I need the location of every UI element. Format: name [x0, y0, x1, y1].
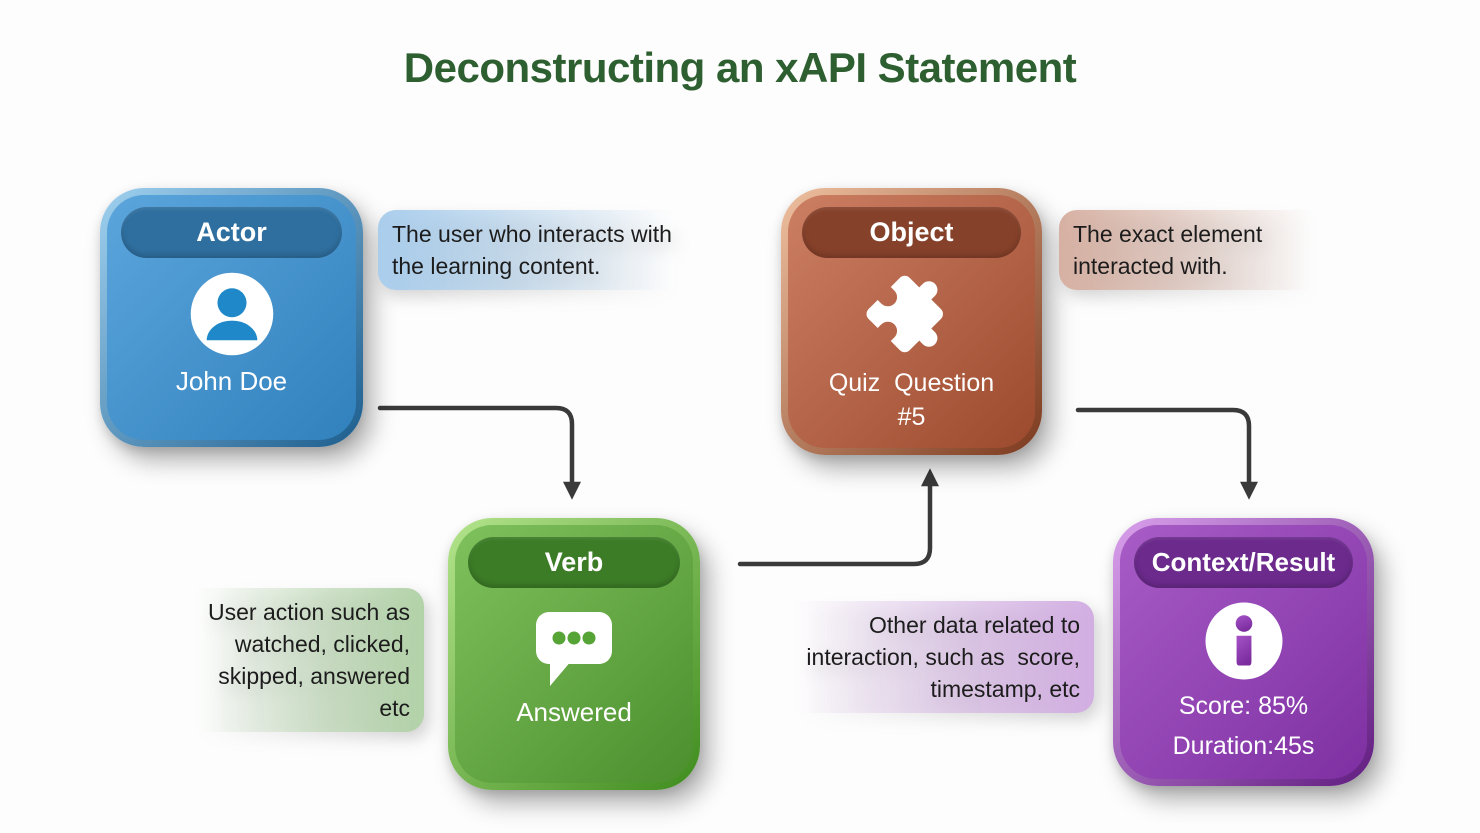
context-result-label: Context/Result	[1151, 547, 1336, 577]
object-card-header: Object	[801, 207, 1022, 258]
actor-card: Actor John Doe	[100, 188, 363, 447]
verb-note: User action such as watched, clicked, sk…	[170, 588, 424, 732]
puzzle-icon	[860, 262, 964, 366]
context-result-card-body: Context/Result Score: 85% Duration:45s	[1120, 525, 1367, 779]
verb-value: Answered	[516, 697, 632, 727]
context-result-card: Context/Result Score: 85% Duration:45s	[1113, 518, 1374, 786]
page-title: Deconstructing an xAPI Statement	[403, 44, 1077, 91]
verb-label: Verb	[544, 547, 604, 577]
speech-bubble-icon	[526, 600, 622, 692]
info-icon	[1202, 599, 1286, 683]
context-result-line2: Duration:45s	[1172, 732, 1315, 760]
object-note: The exact element interacted with.	[1059, 210, 1335, 290]
person-icon	[187, 269, 277, 359]
arrow-actor-to-verb	[377, 405, 581, 500]
context-result-card-header: Context/Result	[1133, 537, 1354, 588]
context-result-note: Other data related to interaction, such …	[760, 601, 1094, 713]
actor-card-body: Actor John Doe	[107, 195, 356, 440]
object-card-body: Object Quiz Question #5	[788, 195, 1035, 448]
object-value-line1: Quiz Question	[828, 369, 995, 397]
arrow-object-to-context	[1075, 407, 1258, 500]
context-result-line1: Score: 85%	[1178, 692, 1309, 720]
arrow-verb-to-object	[737, 468, 939, 567]
verb-card: Verb Answered	[448, 518, 700, 790]
object-label: Object	[869, 217, 954, 247]
verb-card-body: Verb Answered	[455, 525, 693, 783]
actor-card-header: Actor	[120, 207, 343, 258]
object-card: Object Quiz Question #5	[781, 188, 1042, 455]
verb-card-header: Verb	[468, 537, 680, 588]
actor-note: The user who interacts with the learning…	[378, 210, 714, 290]
object-value-line2: #5	[897, 403, 926, 431]
actor-value: John Doe	[175, 366, 288, 396]
actor-label: Actor	[196, 217, 267, 247]
